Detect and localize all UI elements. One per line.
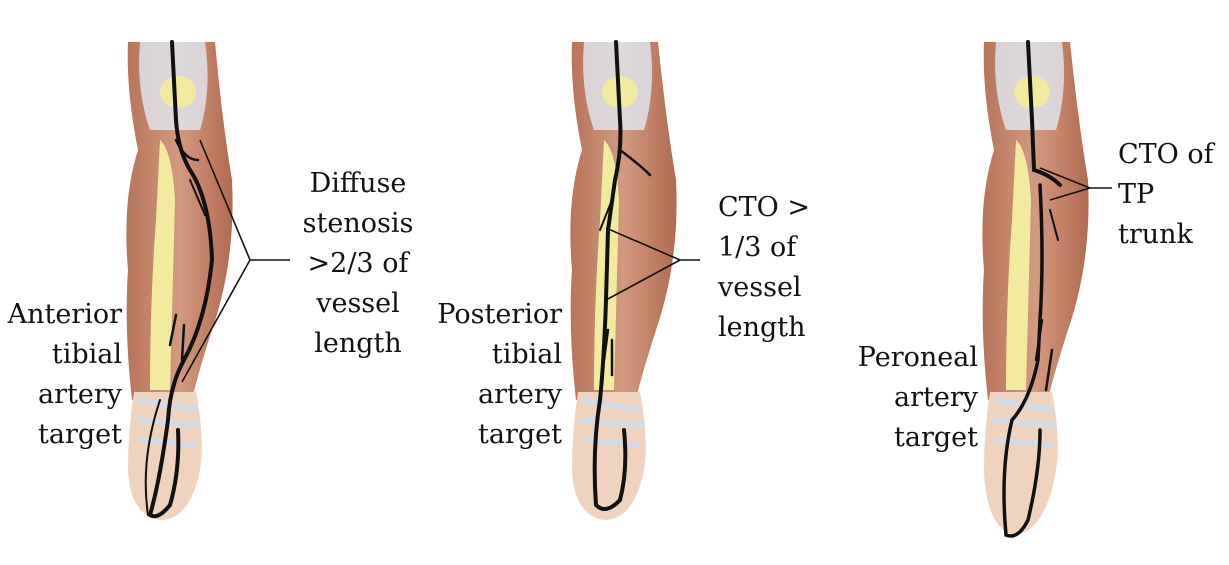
label-line: length [718,312,806,343]
label-line: target [478,419,562,450]
label-line: TP [1118,179,1155,210]
label-line: 1/3 of [718,232,797,263]
label-cto-posterior: CTO > 1/3 of vessel length [718,188,848,348]
label-peroneal-target: Peroneal artery target [836,338,978,458]
leg-anatomy-3 [982,42,1089,535]
label-line: vessel [316,288,400,319]
label-line: >2/3 of [307,248,409,279]
label-line: Diffuse [309,168,407,199]
leg-anatomy-2 [570,42,677,520]
label-line: tibial [491,339,562,370]
label-line: length [314,328,402,359]
label-line: stenosis [302,208,414,239]
label-line: artery [38,379,122,410]
label-line: artery [478,379,562,410]
label-line: vessel [718,272,802,303]
artery-path-2 [592,40,652,511]
label-line: target [894,422,978,453]
label-diffuse-stenosis: Diffuse stenosis >2/3 of vessel length [290,164,426,364]
label-line: Anterior [7,299,122,330]
label-line: CTO of [1118,139,1214,170]
label-line: target [38,419,122,450]
label-line: Posterior [437,299,562,330]
label-line: CTO > [718,192,811,223]
label-posterior-tibial-target: Posterior tibial artery target [420,295,562,455]
label-anterior-tibial-target: Anterior tibial artery target [0,295,122,455]
label-line: tibial [51,339,122,370]
label-cto-tp-trunk: CTO of TP trunk [1118,135,1228,255]
label-line: artery [894,382,978,413]
leg-anatomy-1 [126,42,233,520]
label-line: trunk [1118,219,1193,250]
label-line: Peroneal [857,342,978,373]
